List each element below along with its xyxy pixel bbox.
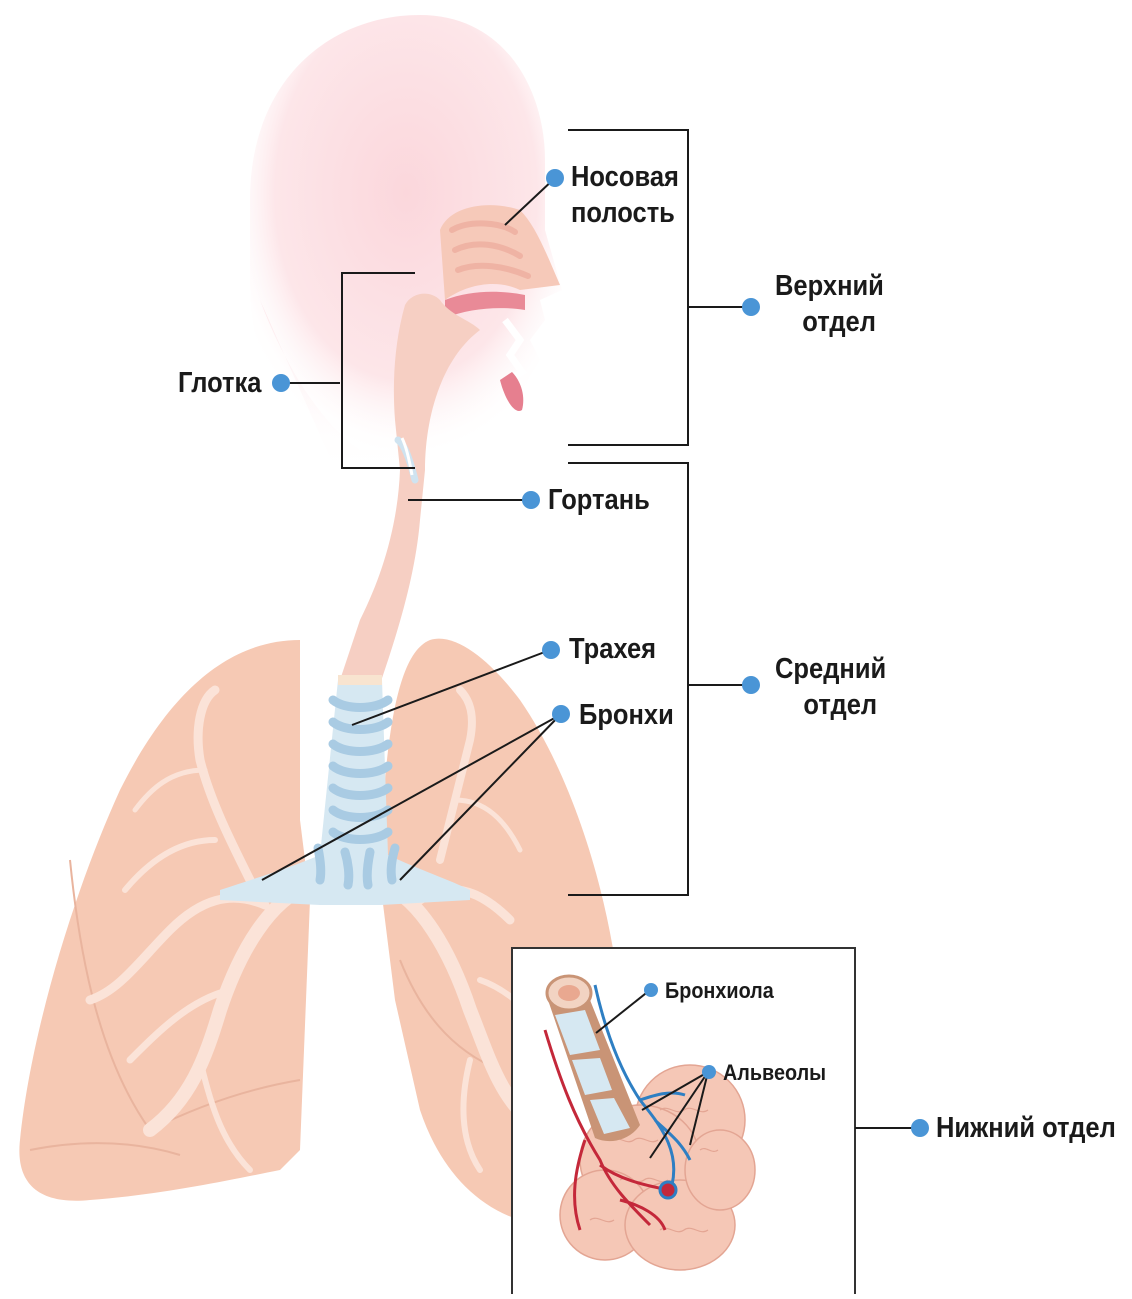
label-lower-section: Нижний отдел bbox=[936, 1110, 1116, 1146]
label-bronchiole: Бронхиола bbox=[665, 977, 774, 1005]
marker-bronchi bbox=[552, 705, 570, 723]
label-nasal-cavity-line1: Носовая bbox=[571, 159, 679, 195]
marker-pharynx bbox=[272, 374, 290, 392]
label-upper-section-line1: Верхний bbox=[775, 268, 884, 304]
label-trachea: Трахея bbox=[569, 631, 656, 667]
bracket-middle-section bbox=[568, 463, 688, 895]
label-upper-section: Верхний отдел bbox=[775, 268, 884, 341]
marker-lower-section bbox=[911, 1119, 929, 1137]
label-pharynx: Глотка bbox=[178, 365, 261, 401]
label-larynx: Гортань bbox=[548, 482, 650, 518]
marker-upper-section bbox=[742, 298, 760, 316]
marker-bronchiole bbox=[644, 983, 658, 997]
marker-nasal-cavity bbox=[546, 169, 564, 187]
label-nasal-cavity: Носовая полость bbox=[571, 159, 679, 232]
label-middle-section: Средний отдел bbox=[775, 651, 886, 724]
marker-trachea bbox=[542, 641, 560, 659]
label-middle-section-line1: Средний bbox=[775, 651, 886, 687]
marker-alveoli bbox=[702, 1065, 716, 1079]
label-bronchi: Бронхи bbox=[579, 697, 674, 733]
label-middle-section-line2: отдел bbox=[775, 687, 886, 723]
label-nasal-cavity-line2: полость bbox=[571, 195, 679, 231]
label-alveoli: Альвеолы bbox=[723, 1059, 826, 1087]
marker-larynx bbox=[522, 491, 540, 509]
label-upper-section-line2: отдел bbox=[775, 304, 884, 340]
marker-middle-section bbox=[742, 676, 760, 694]
